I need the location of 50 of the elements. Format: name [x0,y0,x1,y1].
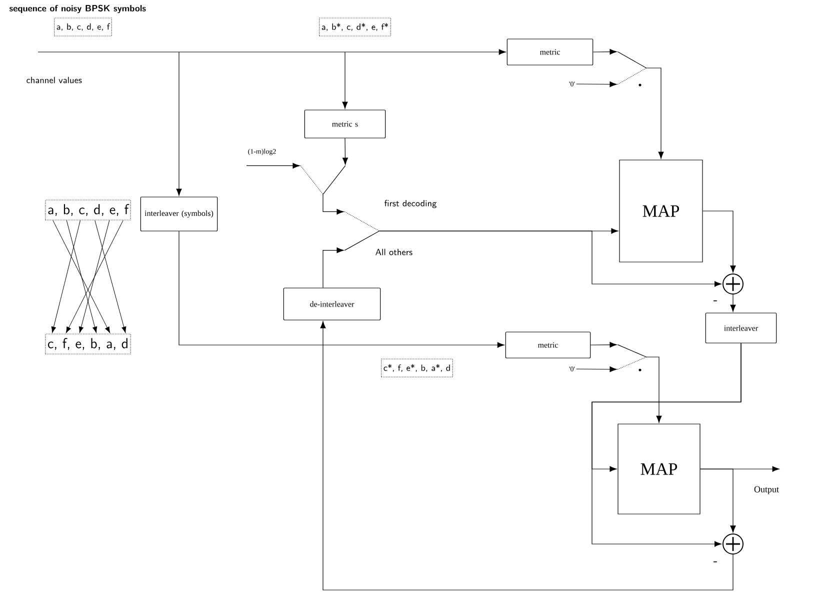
minus-sign: - [713,300,717,302]
arrow [379,230,722,287]
adder-symbol [722,274,744,294]
arrow [320,321,734,590]
arrow [576,81,617,88]
switch-symbol [300,165,346,195]
arrow [342,138,348,165]
arrow [38,49,506,55]
arrow [730,294,736,312]
arrow [246,162,300,168]
arrow [178,231,504,348]
process-box: metric s [304,110,386,138]
data-sequence-box: a, b*, c, d*, e, f* [319,18,391,36]
arrow [51,220,81,333]
arrow [702,210,736,273]
arrow [94,220,126,333]
process-box: interleaver (symbols) [140,196,218,232]
process-box: interleaver [705,312,777,344]
arrow [66,220,124,333]
arrow [78,220,110,333]
data-sequence-box: c*, f, e*, b, a*, d [381,358,453,378]
arrow [590,342,617,348]
data-sequence-box: a, b, c, d, e, f [54,18,112,36]
process-box: metric [505,332,591,358]
arrow [646,356,662,423]
arrow [646,68,664,159]
switch-label: All others [376,248,412,256]
arrow [342,52,348,109]
data-sequence-box: c, f, e, b, a, d [45,334,131,354]
adder-symbol [722,534,744,554]
data-sequence-box: a, b, c, d, e, f [45,200,131,220]
arrow [66,220,98,333]
switch-symbol [617,51,647,86]
arrow [322,248,344,288]
edge-label: Output [754,486,779,494]
arrow [576,366,617,372]
arrow [592,343,742,547]
arrow [52,220,110,333]
arrow [592,49,617,55]
arrow [700,466,780,472]
switch-symbol [617,344,647,372]
process-box: metric [506,38,594,66]
switch-label: first decoding [384,200,437,208]
process-box: de-interleaver [283,288,381,320]
minus-sign: - [713,561,717,562]
map-block: MAP [619,160,703,262]
text-label: channel values [26,76,82,84]
arrow [322,194,344,214]
arrow [176,52,182,196]
map-block: MAP [618,424,700,514]
